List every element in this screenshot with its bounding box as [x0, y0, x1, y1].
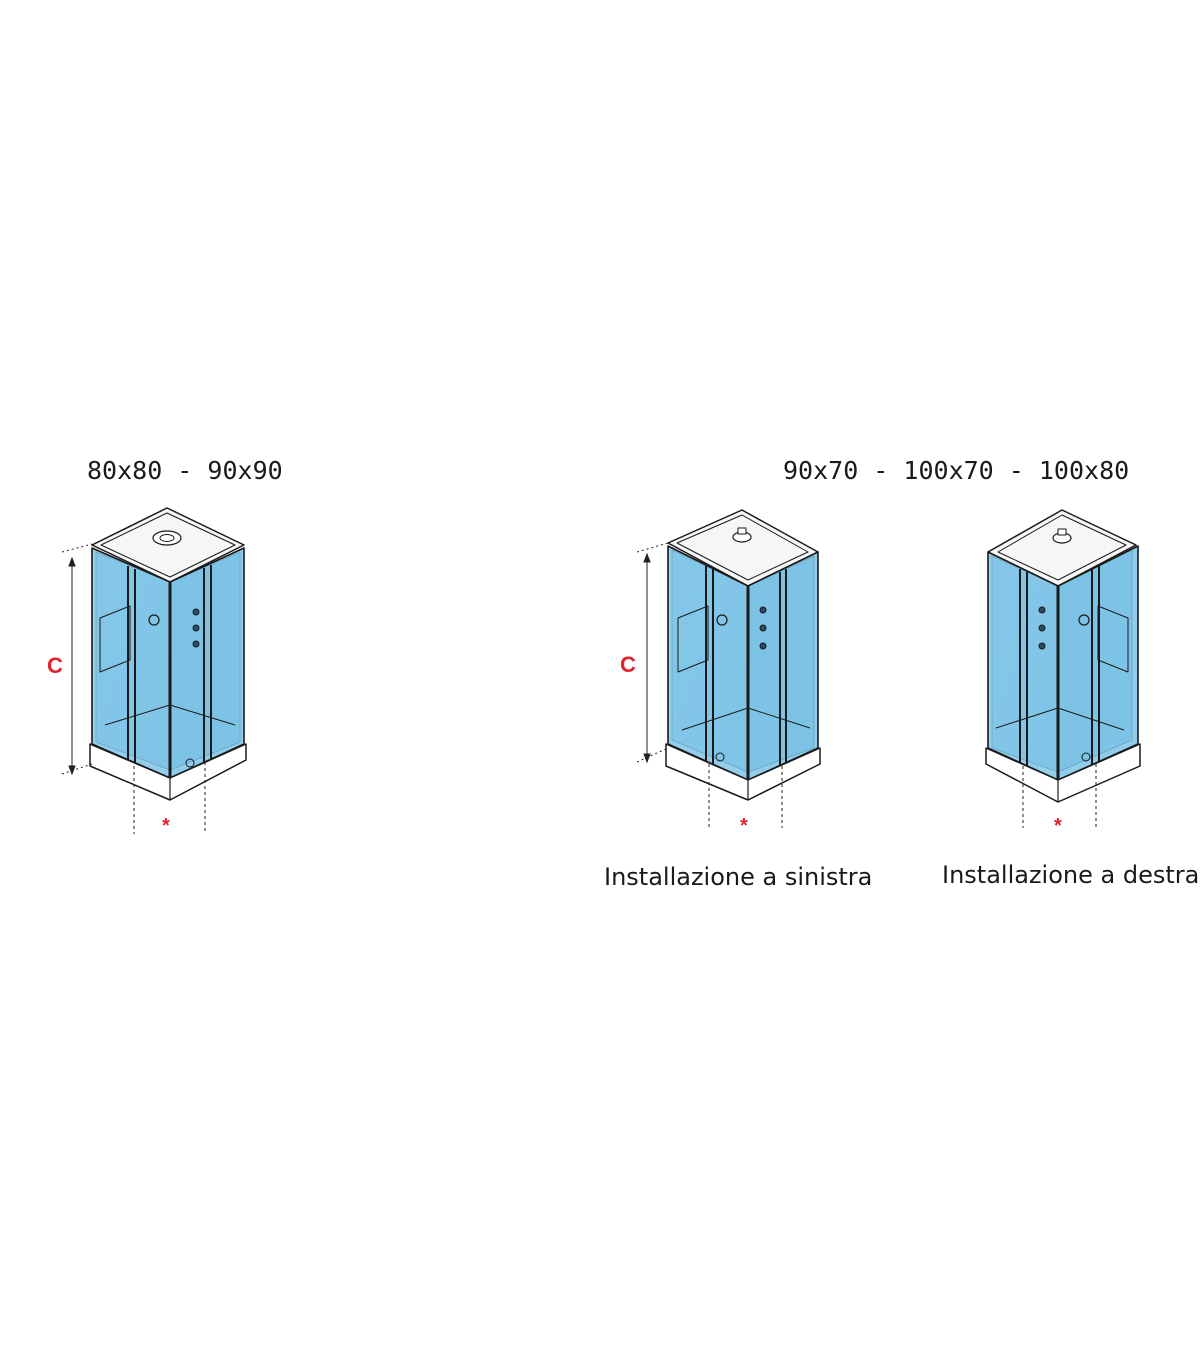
- size-label-square: 80x80 - 90x90: [87, 456, 283, 485]
- caption-left-install: Installazione a sinistra: [604, 863, 873, 891]
- shower-enclosure-square: [89, 507, 247, 801]
- caption-right-install: Installazione a destra: [942, 861, 1200, 889]
- size-label-rectangular: 90x70 - 100x70 - 100x80: [783, 456, 1130, 485]
- dimension-line-square: [61, 543, 206, 834]
- dimension-line-left: [636, 542, 783, 828]
- dimension-c-rect: C: [620, 652, 636, 677]
- entry-marker-square: *: [162, 815, 170, 837]
- shower-enclosure-right: [985, 509, 1141, 803]
- shower-enclosure-left: [665, 509, 821, 801]
- dimension-c-square: C: [47, 653, 63, 678]
- entry-lines-right: [1022, 764, 1097, 828]
- entry-marker-right: *: [1054, 815, 1062, 837]
- entry-marker-left: *: [740, 815, 748, 837]
